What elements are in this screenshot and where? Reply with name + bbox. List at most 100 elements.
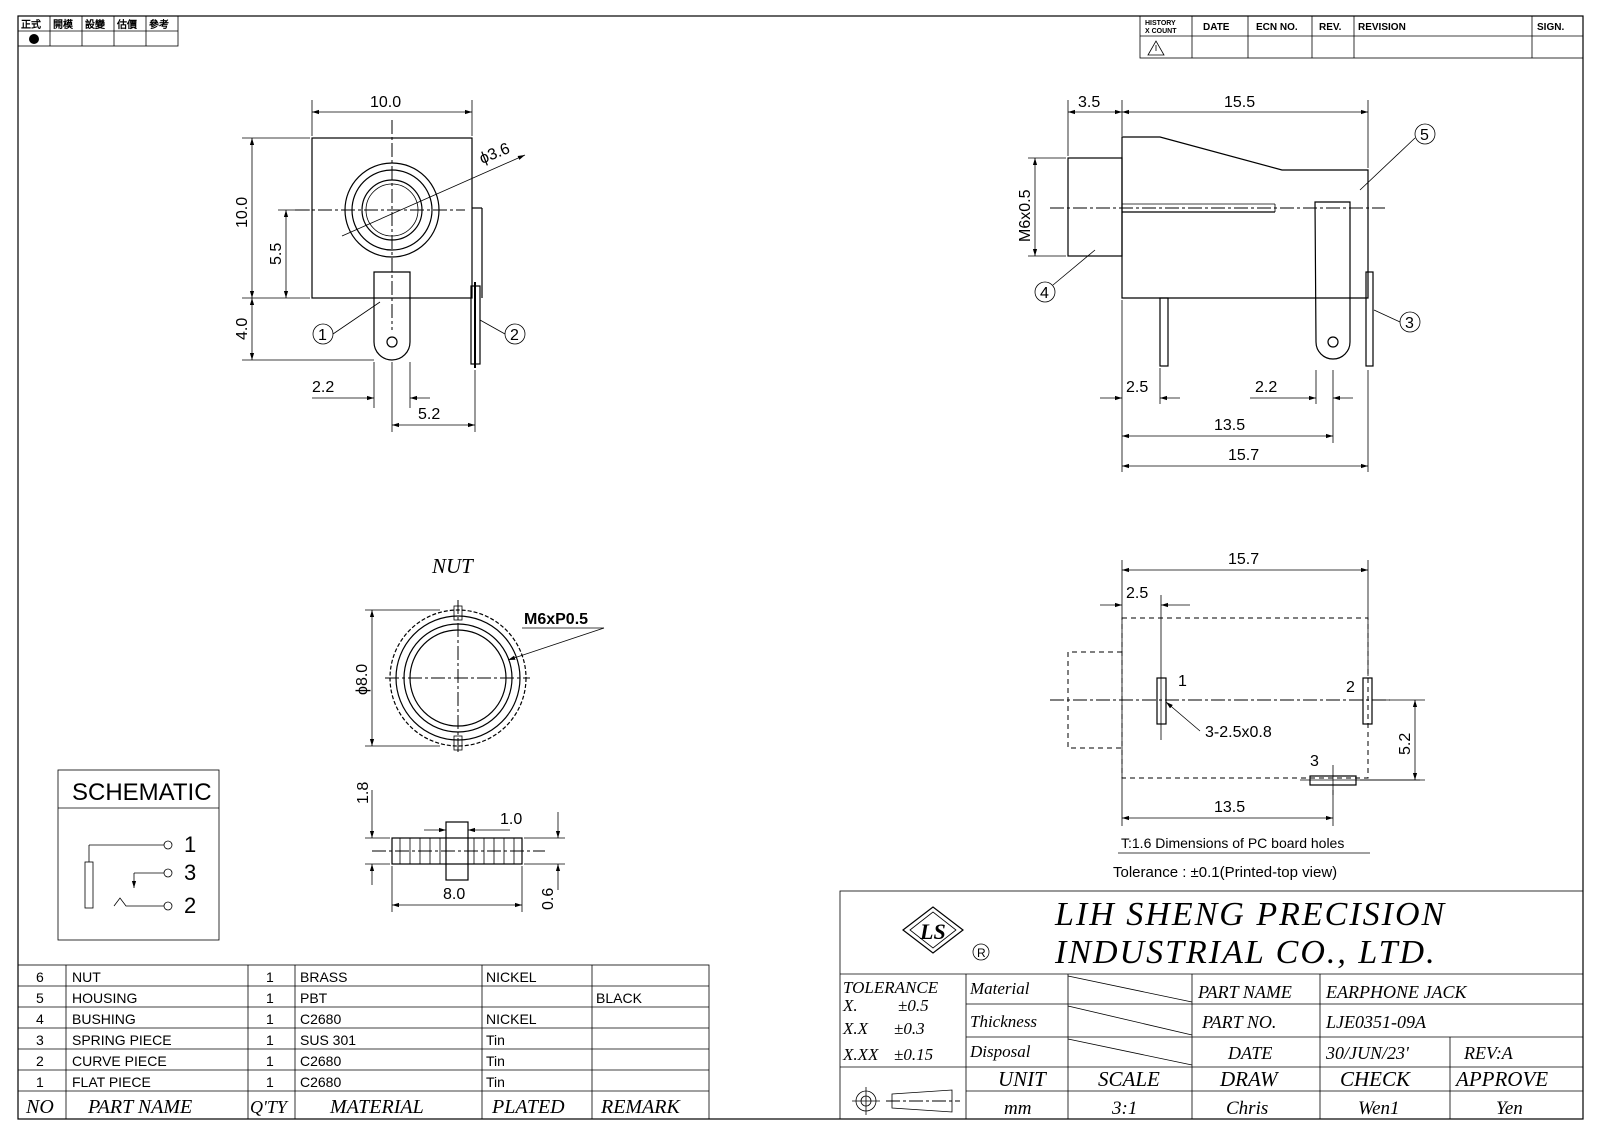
bom-cell-qty: 1: [266, 1011, 274, 1027]
part-name-value: EARPHONE JACK: [1325, 982, 1467, 1002]
dim-bushing-length: 3.5: [1078, 94, 1100, 111]
status-label-quote: 估價: [116, 18, 138, 31]
check-label: CHECK: [1340, 1067, 1411, 1091]
unit-value: mm: [1004, 1098, 1031, 1119]
bom-header-qty: Q'TY: [250, 1097, 289, 1117]
part-no-value: LJE0351-09A: [1325, 1012, 1427, 1032]
callout-3: 3: [1405, 315, 1414, 332]
callout-4-circle: [1034, 281, 1056, 303]
title-block: LS R LIH SHENG PRECISION INDUSTRIAL CO.,…: [839, 890, 1584, 1120]
pcb-view: 15.7 2.5 1 2 3 3-2.5x0.8 5.2 13.5 T:1.6 …: [1050, 551, 1425, 881]
callout-1: 1: [318, 327, 327, 344]
logo-letters: LS: [919, 919, 946, 944]
nut-thickness: 1.8: [355, 782, 372, 804]
approve-label: APPROVE: [1454, 1067, 1548, 1091]
schematic-title: SCHEMATIC: [72, 779, 212, 806]
bom-cell-qty: 1: [266, 1074, 274, 1090]
rev-header-date: DATE: [1203, 22, 1230, 33]
tol-xx-val: ±0.3: [894, 1019, 925, 1038]
dim-front-center-height: 5.5: [268, 243, 285, 265]
schematic-contact: [84, 861, 94, 909]
bom-cell-plated: Tin: [486, 1032, 505, 1048]
bom-cell-part: NUT: [72, 969, 101, 985]
bom-cell-material: C2680: [300, 1053, 341, 1069]
callout-4: 4: [1040, 285, 1049, 302]
rev-header-rev: REV.: [1319, 22, 1342, 33]
bom-cell-qty: 1: [266, 1053, 274, 1069]
dim-side-b: 2.2: [1255, 379, 1277, 396]
date-value: 30/JUN/23': [1325, 1043, 1410, 1063]
bom-row: 1 FLAT PIECE 1 C2680 Tin: [36, 1074, 505, 1090]
tol-xxx-val: ±0.15: [894, 1045, 933, 1064]
callout-5-circle: [1414, 123, 1436, 145]
bom-cell-no: 4: [36, 1011, 44, 1027]
bom-cell-material: BRASS: [300, 969, 347, 985]
bom-row: 2 CURVE PIECE 1 C2680 Tin: [36, 1053, 505, 1069]
thickness-label: Thickness: [970, 1012, 1037, 1031]
pcb-note-2: Tolerance : ±0.1(Printed-top view): [1113, 864, 1337, 881]
pcb-hole-2: [1362, 677, 1373, 725]
status-mark-dot: [29, 34, 39, 44]
callout-2: 2: [510, 327, 519, 344]
pcb-dim-vertical: 5.2: [1397, 733, 1414, 755]
status-label-formal: 正式: [21, 18, 41, 31]
dim-pin-spacing: 5.2: [418, 406, 440, 423]
bom-row: 3 SPRING PIECE 1 SUS 301 Tin: [36, 1032, 505, 1048]
bom-row: 4 BUSHING 1 C2680 NICKEL: [36, 1011, 537, 1027]
nut-title: NUT: [431, 554, 474, 578]
bom-cell-part: HOUSING: [72, 990, 137, 1006]
bom-header-remark: REMARK: [600, 1096, 682, 1118]
tol-xx: X.X: [842, 1019, 869, 1038]
registered-mark: R: [977, 946, 986, 960]
bom-cell-qty: 1: [266, 969, 274, 985]
status-box: 正式 開模 設變 估價 參考: [17, 15, 179, 47]
company-logo: LS R: [902, 906, 990, 961]
front-pin-1: [373, 271, 411, 361]
rev-header-sign: SIGN.: [1537, 22, 1564, 33]
rev-header-history: HISTORY: [1145, 20, 1176, 27]
dim-body-length: 15.5: [1224, 94, 1255, 111]
status-label-tooling: 開模: [53, 18, 74, 31]
part-no-label: PART NO.: [1201, 1012, 1276, 1032]
side-housing-outline: [1121, 136, 1369, 299]
scale-label: SCALE: [1098, 1067, 1160, 1091]
side-bushing-hatched: [1067, 157, 1123, 257]
nut-dim-2: 8.0: [443, 886, 465, 903]
revision-table: HISTORY X COUNT DATE ECN NO. REV. REVISI…: [1139, 15, 1584, 59]
pcb-dim-offset: 2.5: [1126, 585, 1148, 602]
nut-view: NUT M6xP0.5 ϕ8.0 1.8 1.0 8.0: [354, 554, 605, 912]
company-name-line2: INDUSTRIAL CO., LTD.: [1054, 934, 1437, 971]
dim-front-height: 10.0: [234, 197, 251, 228]
bom-header: NO PART NAME Q'TY MATERIAL PLATED REMARK: [25, 1096, 682, 1118]
pcb-body-outline: [1121, 617, 1369, 779]
sheet-border: [17, 15, 1584, 1120]
nut-side-body: [391, 837, 523, 865]
bom-table: [17, 964, 710, 1120]
pcb-dim-spacing: 13.5: [1214, 799, 1245, 816]
dim-pin-width: 2.2: [312, 379, 334, 396]
bom-cell-no: 6: [36, 969, 44, 985]
bom-cell-material: PBT: [300, 990, 328, 1006]
bom-cell-material: C2680: [300, 1011, 341, 1027]
bom-cell-part: BUSHING: [72, 1011, 136, 1027]
bom-cell-plated: NICKEL: [486, 1011, 537, 1027]
pcb-pin-1: 1: [1178, 673, 1187, 690]
schematic-pin-2: 2: [184, 893, 196, 918]
material-label: Material: [969, 979, 1030, 998]
pcb-pin-3: 3: [1310, 753, 1319, 770]
schematic: SCHEMATIC 1 3 2: [57, 769, 220, 941]
projection-symbol-icon: [852, 1087, 960, 1115]
bom-header-part: PART NAME: [87, 1096, 192, 1118]
pcb-hole-spec: 3-2.5x0.8: [1205, 724, 1272, 741]
bom-cell-part: CURVE PIECE: [72, 1053, 167, 1069]
nut-thread-label: M6xP0.5: [524, 611, 588, 628]
pcb-note-1: T:1.6 Dimensions of PC board holes: [1121, 835, 1344, 851]
side-view: 3.5 15.5 M6x0.5 2.5 2.2 13.5 15.7 5 4 3: [1017, 94, 1436, 472]
tol-x: X.: [842, 996, 858, 1015]
pcb-hole-1: [1156, 677, 1167, 725]
bom-cell-qty: 1: [266, 1032, 274, 1048]
rev-value: REV:A: [1463, 1043, 1514, 1063]
dim-front-width: 10.0: [370, 94, 401, 111]
draw-value: Chris: [1226, 1098, 1268, 1119]
front-view: ϕ3.6 10.0 10.0 5.5 4.0 2.2 5.2 1: [234, 94, 526, 432]
